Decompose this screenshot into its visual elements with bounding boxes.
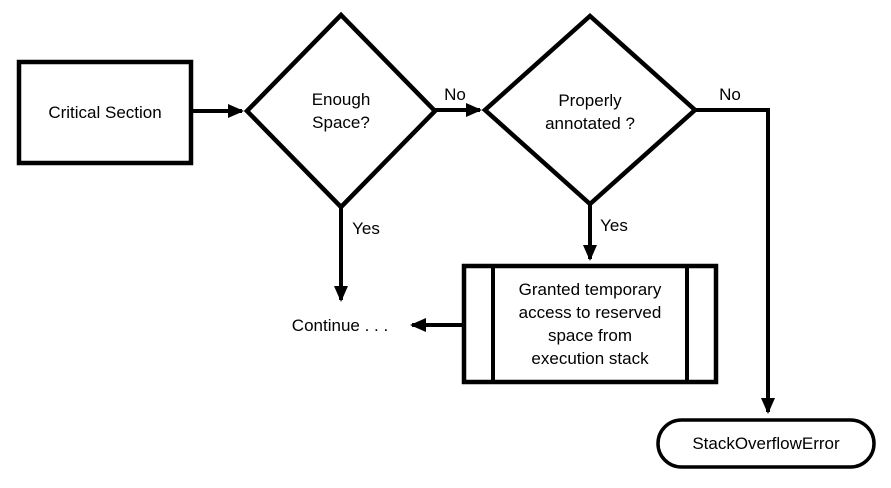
edge-label-properly-annotated-yes: Yes bbox=[600, 216, 628, 235]
arrow-annotated-no bbox=[695, 108, 775, 414]
granted-access-label: Granted temporary access to reserved spa… bbox=[518, 280, 662, 368]
enough-space-label: Enough Space? bbox=[311, 90, 371, 132]
stack-overflow-label: StackOverflowError bbox=[692, 434, 840, 453]
edge-label-properly-annotated-no: No bbox=[719, 85, 741, 104]
continue-label: Continue . . . bbox=[291, 315, 389, 335]
edge-label-enough-space-no: No bbox=[444, 85, 466, 104]
critical-section-label: Critical Section bbox=[48, 103, 162, 122]
granted-access-box bbox=[461, 263, 719, 385]
stack-overflow-oval bbox=[656, 418, 876, 469]
critical-section-box bbox=[16, 59, 194, 166]
properly-annotated-label: Properly annotated ? bbox=[545, 91, 635, 133]
edge-label-enough-space-yes: Yes bbox=[352, 219, 380, 238]
